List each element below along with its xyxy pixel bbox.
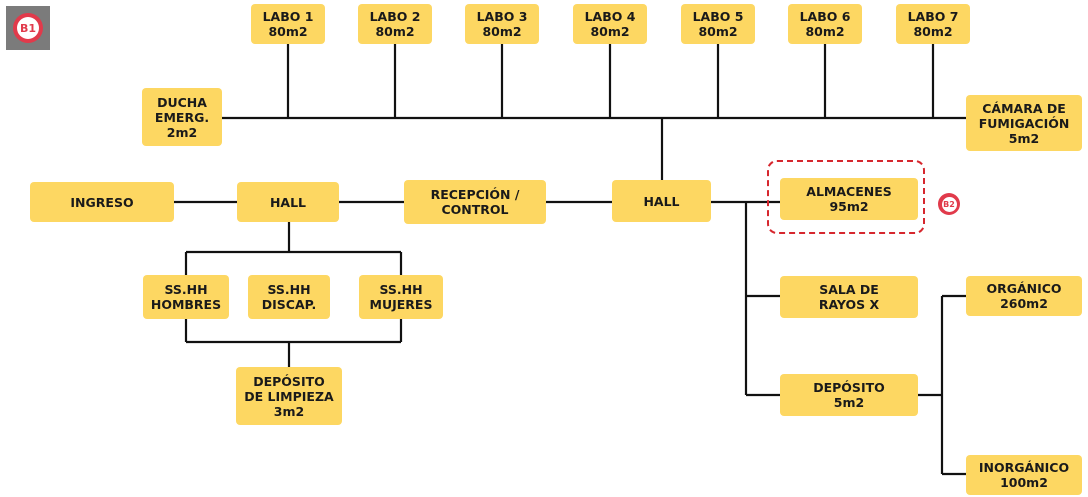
labo-3-node: LABO 3 80m2 (465, 4, 539, 44)
sshh-mujeres-node: SS.HH MUJERES (359, 275, 443, 319)
labo-5-name: LABO 5 (692, 9, 744, 24)
labo-6-node: LABO 6 80m2 (788, 4, 862, 44)
sshh-discap-node: SS.HH DISCAP. (248, 275, 330, 319)
ducha-emergencia-node: DUCHA EMERG. 2m2 (142, 88, 222, 146)
almacenes-area: 95m2 (829, 199, 869, 214)
labo-2-node: LABO 2 80m2 (358, 4, 432, 44)
deposito-limpieza-area: 3m2 (273, 403, 305, 419)
labo-1-area: 80m2 (268, 24, 308, 39)
sector-b2-badge: B2 (938, 193, 960, 215)
labo-5-node: LABO 5 80m2 (681, 4, 755, 44)
hall-center-node: HALL (612, 180, 711, 222)
organico-name: ORGÁNICO (986, 281, 1062, 296)
hall-left-node: HALL (237, 182, 339, 222)
recepcion-control-node: RECEPCIÓN / CONTROL (404, 180, 546, 224)
organico-node: ORGÁNICO 260m2 (966, 276, 1082, 316)
deposito-limpieza-line-2: DE LIMPIEZA (244, 388, 334, 404)
labo-4-area: 80m2 (590, 24, 630, 39)
labo-5-area: 80m2 (698, 24, 738, 39)
labo-6-area: 80m2 (805, 24, 845, 39)
hall-left-label: HALL (269, 194, 307, 210)
labo-1-name: LABO 1 (262, 9, 314, 24)
labo-7-area: 80m2 (913, 24, 953, 39)
ducha-line-2: EMERG. (154, 109, 210, 125)
sector-b1-badge: B1 (6, 6, 50, 50)
ingreso-label: INGRESO (70, 194, 134, 210)
sector-b1-label: B1 (17, 17, 39, 39)
deposito-limpieza-line-1: DEPÓSITO (253, 373, 325, 389)
labo-3-name: LABO 3 (476, 9, 528, 24)
sala-rayos-line-1: SALA DE (819, 282, 879, 297)
sshh-mujeres-line-2: MUJERES (369, 297, 433, 312)
deposito-area: 5m2 (833, 395, 865, 410)
labo-6-name: LABO 6 (799, 9, 851, 24)
labo-4-node: LABO 4 80m2 (573, 4, 647, 44)
camara-area: 5m2 (1008, 130, 1040, 146)
ducha-area: 2m2 (166, 124, 198, 140)
almacenes-node: ALMACENES 95m2 (780, 178, 918, 220)
inorganico-node: INORGÁNICO 100m2 (966, 455, 1082, 495)
deposito-limpieza-node: DEPÓSITO DE LIMPIEZA 3m2 (236, 367, 342, 425)
sala-rayos-line-2: RAYOS X (818, 297, 880, 312)
deposito-node: DEPÓSITO 5m2 (780, 374, 918, 416)
sshh-discap-line-1: SS.HH (267, 282, 311, 297)
sala-rayos-x-node: SALA DE RAYOS X (780, 276, 918, 318)
hall-center-label: HALL (643, 193, 680, 209)
labo-2-area: 80m2 (375, 24, 415, 39)
labo-2-name: LABO 2 (369, 9, 421, 24)
recepcion-line-2: CONTROL (441, 202, 509, 217)
labo-1-node: LABO 1 80m2 (251, 4, 325, 44)
camara-fumigacion-node: CÁMARA DE FUMIGACIÓN 5m2 (966, 95, 1082, 151)
recepcion-line-1: RECEPCIÓN / (430, 187, 520, 202)
sshh-hombres-node: SS.HH HOMBRES (143, 275, 229, 319)
labo-4-name: LABO 4 (584, 9, 636, 24)
almacenes-dashed-boundary (767, 160, 925, 234)
labo-7-name: LABO 7 (907, 9, 959, 24)
sshh-hombres-line-2: HOMBRES (150, 297, 222, 312)
deposito-name: DEPÓSITO (813, 380, 885, 395)
sshh-mujeres-line-1: SS.HH (379, 282, 423, 297)
ingreso-node: INGRESO (30, 182, 174, 222)
sshh-discap-line-2: DISCAP. (261, 297, 317, 312)
organico-area: 260m2 (1000, 296, 1048, 311)
sshh-hombres-line-1: SS.HH (164, 282, 208, 297)
sector-b2-label: B2 (941, 196, 957, 212)
camara-line-1: CÁMARA DE (982, 100, 1066, 116)
inorganico-name: INORGÁNICO (978, 460, 1070, 475)
labo-7-node: LABO 7 80m2 (896, 4, 970, 44)
ducha-line-1: DUCHA (157, 94, 207, 110)
camara-line-2: FUMIGACIÓN (978, 115, 1070, 131)
labo-3-area: 80m2 (482, 24, 522, 39)
almacenes-name: ALMACENES (806, 184, 892, 199)
inorganico-area: 100m2 (1000, 475, 1048, 490)
